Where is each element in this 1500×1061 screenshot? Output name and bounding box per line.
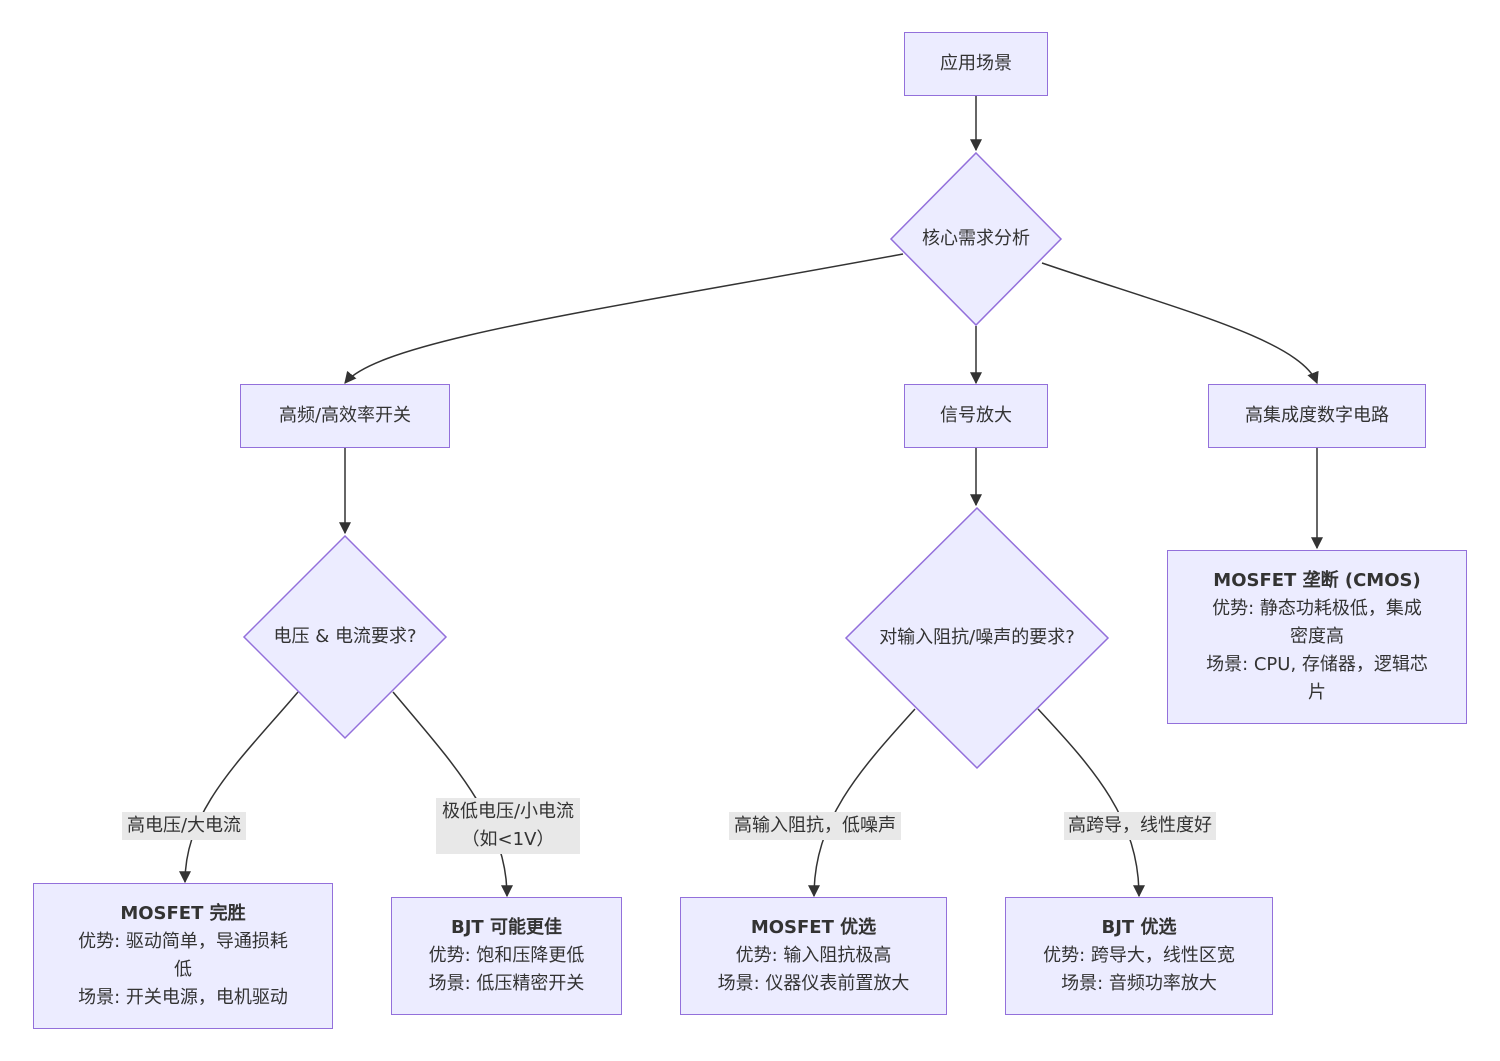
node-label: 信号放大: [940, 405, 1012, 426]
node-high-frequency-switch: 高频/高效率开关: [240, 384, 450, 448]
diamond-shape: [889, 151, 1063, 327]
edge-label-text: 极低电压/小电流: [441, 801, 575, 822]
edge-label-low-voltage: 极低电压/小电流 （如<1V）: [436, 798, 580, 854]
node-title: BJT 优选: [1101, 917, 1177, 938]
node-bjt-better: BJT 可能更佳 优势: 饱和压降更低 场景: 低压精密开关: [391, 897, 622, 1015]
diamond-label: 核心需求分析: [922, 228, 1030, 249]
node-text: 场景: 仪器仪表前置放大: [717, 973, 910, 994]
node-text: 优势: 输入阻抗极高: [735, 945, 892, 966]
diamond-shape: [242, 534, 448, 740]
diamond-shape: [844, 506, 1110, 770]
node-bjt-preferred: BJT 优选 优势: 跨导大，线性区宽 场景: 音频功率放大: [1005, 897, 1273, 1015]
edge-imp-mosfetpref: [808, 708, 916, 898]
edge-label-high-transconductance: 高跨导，线性度好: [1064, 812, 1216, 840]
node-application-scenario: 应用场景: [904, 32, 1048, 96]
node-text: 场景: 音频功率放大: [1061, 973, 1217, 994]
node-text: 密度高: [1290, 626, 1344, 647]
node-title: MOSFET 优选: [750, 917, 877, 938]
node-text: 场景: 低压精密开关: [428, 973, 585, 994]
node-mosfet-win: MOSFET 完胜 优势: 驱动简单，导通损耗 低 场景: 开关电源，电机驱动: [33, 883, 333, 1029]
node-title: MOSFET 垄断 (CMOS): [1213, 570, 1421, 591]
edge-label-high-voltage: 高电压/大电流: [122, 812, 246, 840]
node-text: 优势: 静态功耗极低，集成: [1212, 598, 1422, 619]
node-signal-amplification: 信号放大: [904, 384, 1048, 448]
node-text: 低: [174, 959, 192, 980]
node-label: 应用场景: [940, 53, 1012, 74]
edge-label-text: 高跨导，线性度好: [1068, 815, 1212, 836]
edge-core-hf: [344, 253, 904, 384]
diamond-label: 对输入阻抗/噪声的要求?: [879, 627, 1075, 648]
node-mosfet-preferred: MOSFET 优选 优势: 输入阻抗极高 场景: 仪器仪表前置放大: [680, 897, 947, 1015]
edge-label-high-impedance: 高输入阻抗，低噪声: [729, 812, 901, 840]
node-voltage-current: 电压 & 电流要求?: [242, 534, 448, 740]
node-label: 高集成度数字电路: [1245, 405, 1389, 426]
edge-imp-bjtpref: [1037, 708, 1145, 898]
node-digital-circuit: 高集成度数字电路: [1208, 384, 1426, 448]
node-title: BJT 可能更佳: [451, 917, 562, 938]
edge-core-digital: [1041, 262, 1319, 385]
node-impedance-noise: 对输入阻抗/噪声的要求?: [844, 506, 1110, 770]
node-core-analysis: 核心需求分析: [889, 151, 1063, 327]
node-text: 场景: CPU, 存储器，逻辑芯: [1206, 654, 1428, 675]
node-text: 片: [1308, 682, 1326, 703]
node-text: 优势: 驱动简单，导通损耗: [78, 931, 288, 952]
node-title: MOSFET 完胜: [120, 903, 246, 924]
node-text: 优势: 跨导大，线性区宽: [1043, 945, 1235, 966]
node-mosfet-cmos: MOSFET 垄断 (CMOS) 优势: 静态功耗极低，集成 密度高 场景: C…: [1167, 550, 1467, 724]
node-label: 高频/高效率开关: [278, 405, 412, 426]
edge-label-text: 高输入阻抗，低噪声: [734, 815, 896, 836]
edge-vi-mosfetwin: [179, 691, 299, 884]
edge-label-text: 高电压/大电流: [126, 815, 242, 836]
edge-vi-bjtbetter: [392, 691, 513, 898]
node-text: 场景: 开关电源，电机驱动: [78, 987, 288, 1008]
edge-label-text: （如<1V）: [461, 829, 555, 850]
node-text: 优势: 饱和压降更低: [428, 945, 585, 966]
diamond-label: 电压 & 电流要求?: [273, 626, 417, 647]
